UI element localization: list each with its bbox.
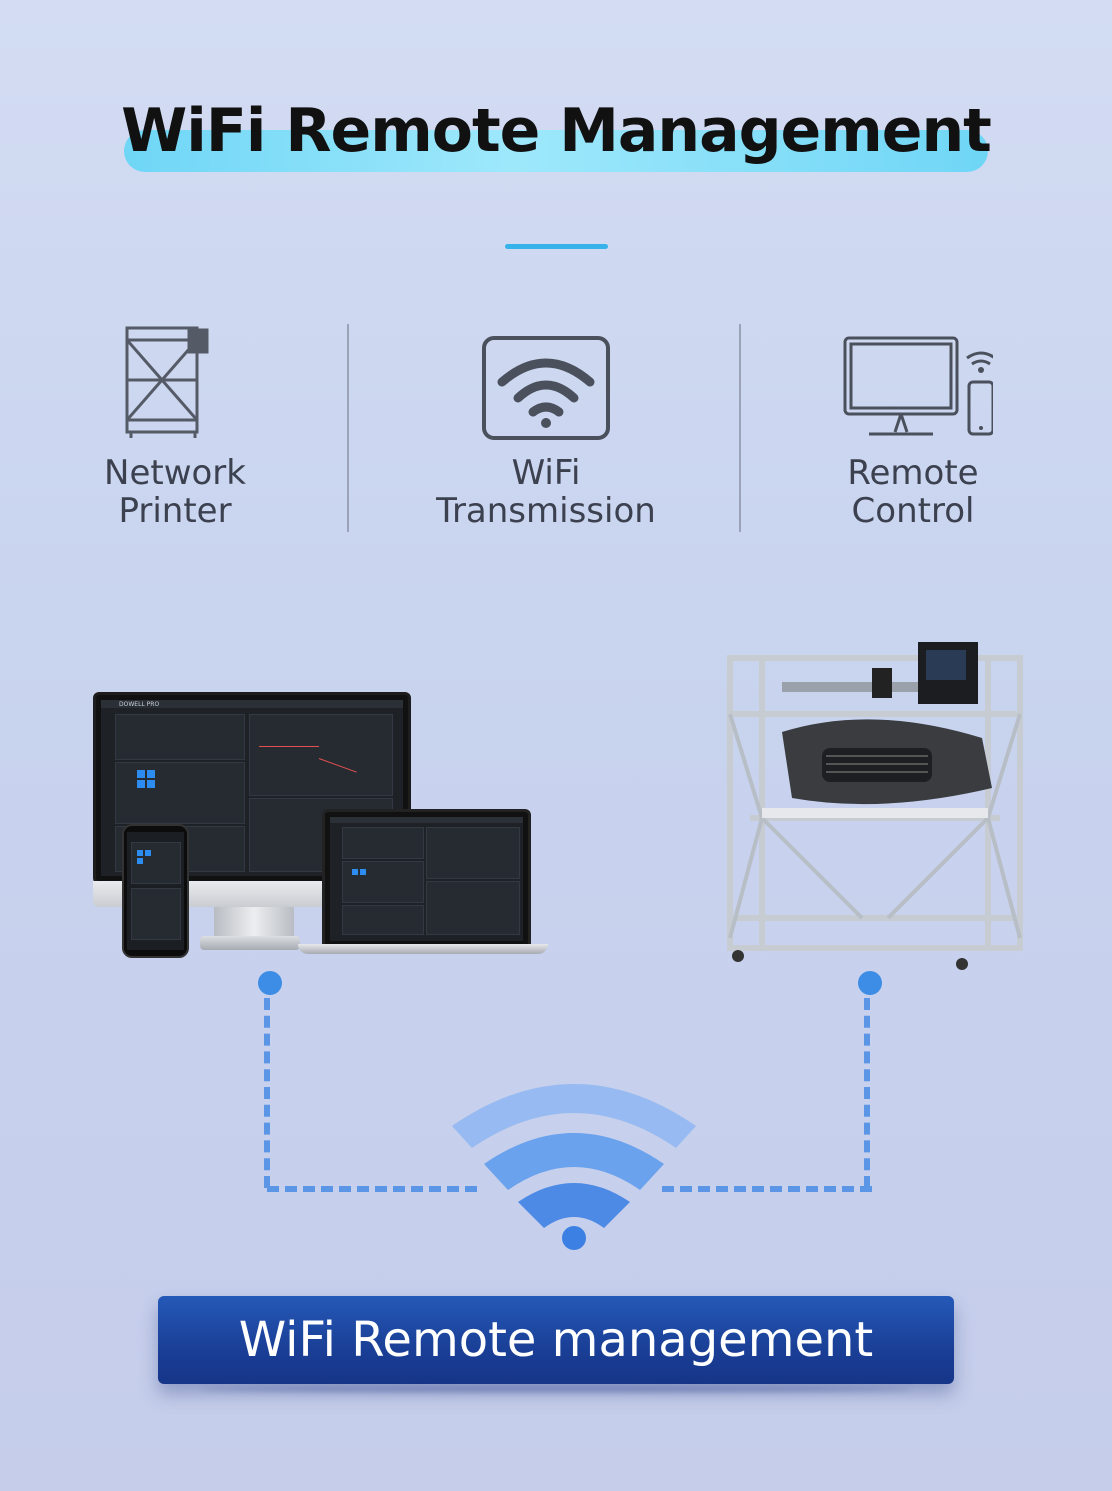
accent-divider bbox=[505, 244, 608, 249]
feature-label-wifi-transmission: WiFi Transmission bbox=[436, 453, 656, 531]
laptop-screen bbox=[330, 817, 523, 941]
wifi-signal-icon bbox=[452, 1084, 696, 1250]
phone-device bbox=[122, 824, 189, 958]
feature-divider bbox=[347, 324, 349, 532]
right-horizontal-line bbox=[662, 1186, 872, 1192]
jog-button bbox=[360, 869, 366, 875]
speed-panel bbox=[342, 905, 424, 935]
jog-button bbox=[147, 780, 155, 788]
temp-chart-line bbox=[259, 746, 319, 747]
feature-remote-control: Remote Control bbox=[763, 320, 1063, 530]
toolhead-panel bbox=[115, 762, 245, 824]
app-titlebar bbox=[330, 817, 523, 823]
phone-screen bbox=[127, 832, 184, 950]
jog-button bbox=[137, 780, 145, 788]
jog-button bbox=[137, 850, 143, 856]
printer-icon bbox=[125, 326, 209, 438]
thermals-panel bbox=[249, 714, 393, 796]
laptop-base bbox=[298, 944, 548, 954]
console-panel bbox=[426, 881, 520, 935]
banner-shadow bbox=[200, 1386, 912, 1392]
printer-connection-node bbox=[858, 971, 882, 995]
monitor-stand bbox=[214, 907, 294, 939]
bottom-banner: WiFi Remote management bbox=[158, 1296, 954, 1384]
jog-button bbox=[137, 770, 145, 778]
left-horizontal-line bbox=[267, 1186, 477, 1192]
feature-wifi-transmission: WiFi Transmission bbox=[396, 320, 696, 530]
feature-network-printer: Network Printer bbox=[25, 320, 325, 530]
jog-button bbox=[352, 869, 358, 875]
monitor-foot bbox=[200, 936, 300, 950]
title-highlight bbox=[124, 130, 988, 172]
files-panel bbox=[342, 827, 424, 859]
3d-printer-image bbox=[727, 642, 1023, 970]
banner-text: WiFi Remote management bbox=[238, 1312, 874, 1368]
laptop-device bbox=[322, 809, 531, 949]
jog-button bbox=[147, 770, 155, 778]
feature-divider bbox=[739, 324, 741, 532]
jog-button bbox=[145, 850, 151, 856]
remote-control-icon bbox=[843, 336, 993, 436]
app-brand: DOWELL PRO bbox=[119, 701, 160, 708]
feature-label-remote-control: Remote Control bbox=[847, 453, 979, 531]
app-titlebar: DOWELL PRO bbox=[101, 700, 403, 708]
files-panel bbox=[115, 714, 245, 760]
right-connection-line bbox=[864, 998, 876, 1188]
left-connection-line bbox=[264, 998, 276, 1188]
monitor-connection-node bbox=[258, 971, 282, 995]
wifi-icon bbox=[482, 336, 610, 440]
feature-label-network-printer: Network Printer bbox=[104, 453, 246, 531]
controls-panel bbox=[131, 888, 181, 940]
thermals-panel bbox=[426, 827, 520, 879]
jog-button bbox=[137, 858, 143, 864]
toolhead-panel bbox=[342, 861, 424, 903]
page-title: WiFi Remote Management bbox=[121, 96, 992, 166]
